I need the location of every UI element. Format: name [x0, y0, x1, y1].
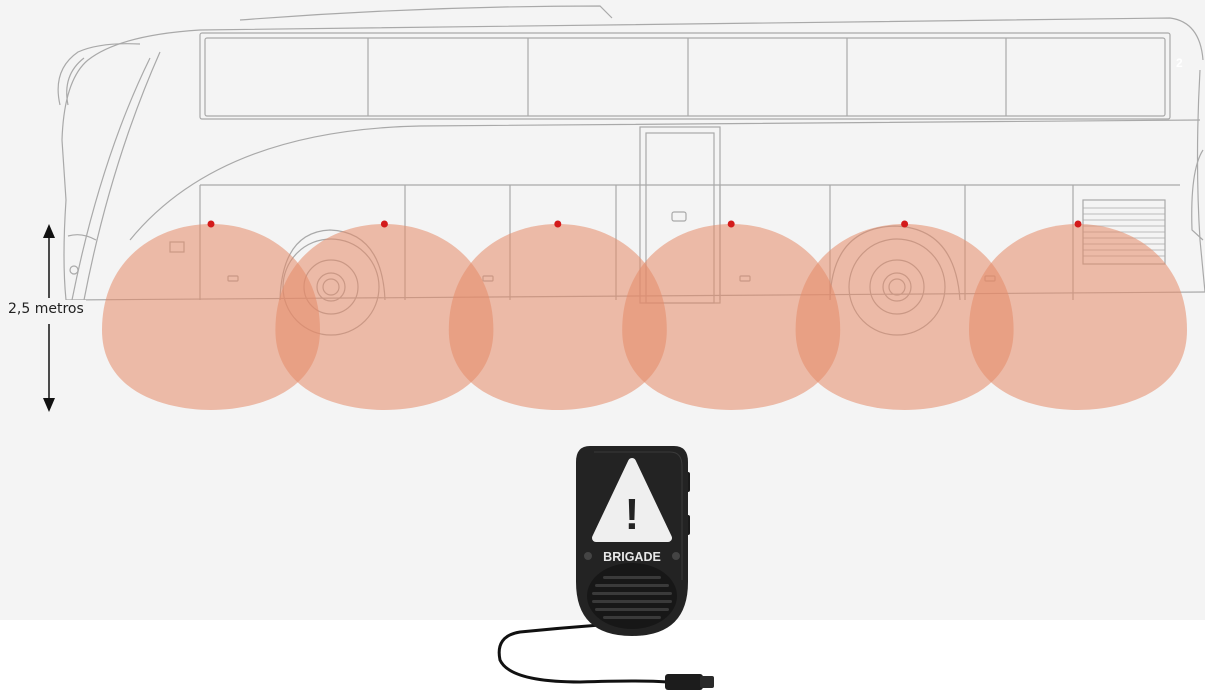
detection-zones — [102, 224, 1187, 410]
alarm-device — [499, 446, 714, 690]
height-dimension-label: 2,5 metros — [6, 300, 86, 318]
warning-exclamation: ! — [625, 490, 640, 539]
sensor-dot — [728, 221, 735, 228]
sensor-dot — [901, 221, 908, 228]
sensor-dot — [381, 221, 388, 228]
sensor-dot — [208, 221, 215, 228]
height-dimension-arrow — [43, 224, 55, 412]
sensor-dot — [554, 221, 561, 228]
speaker-grille — [587, 563, 677, 629]
detection-zone — [969, 224, 1187, 410]
brand-logo-text: BRIGADE — [603, 550, 661, 564]
sensor-dot — [1075, 221, 1082, 228]
sensors — [208, 221, 1082, 228]
corner-number: 2 — [1176, 56, 1183, 70]
